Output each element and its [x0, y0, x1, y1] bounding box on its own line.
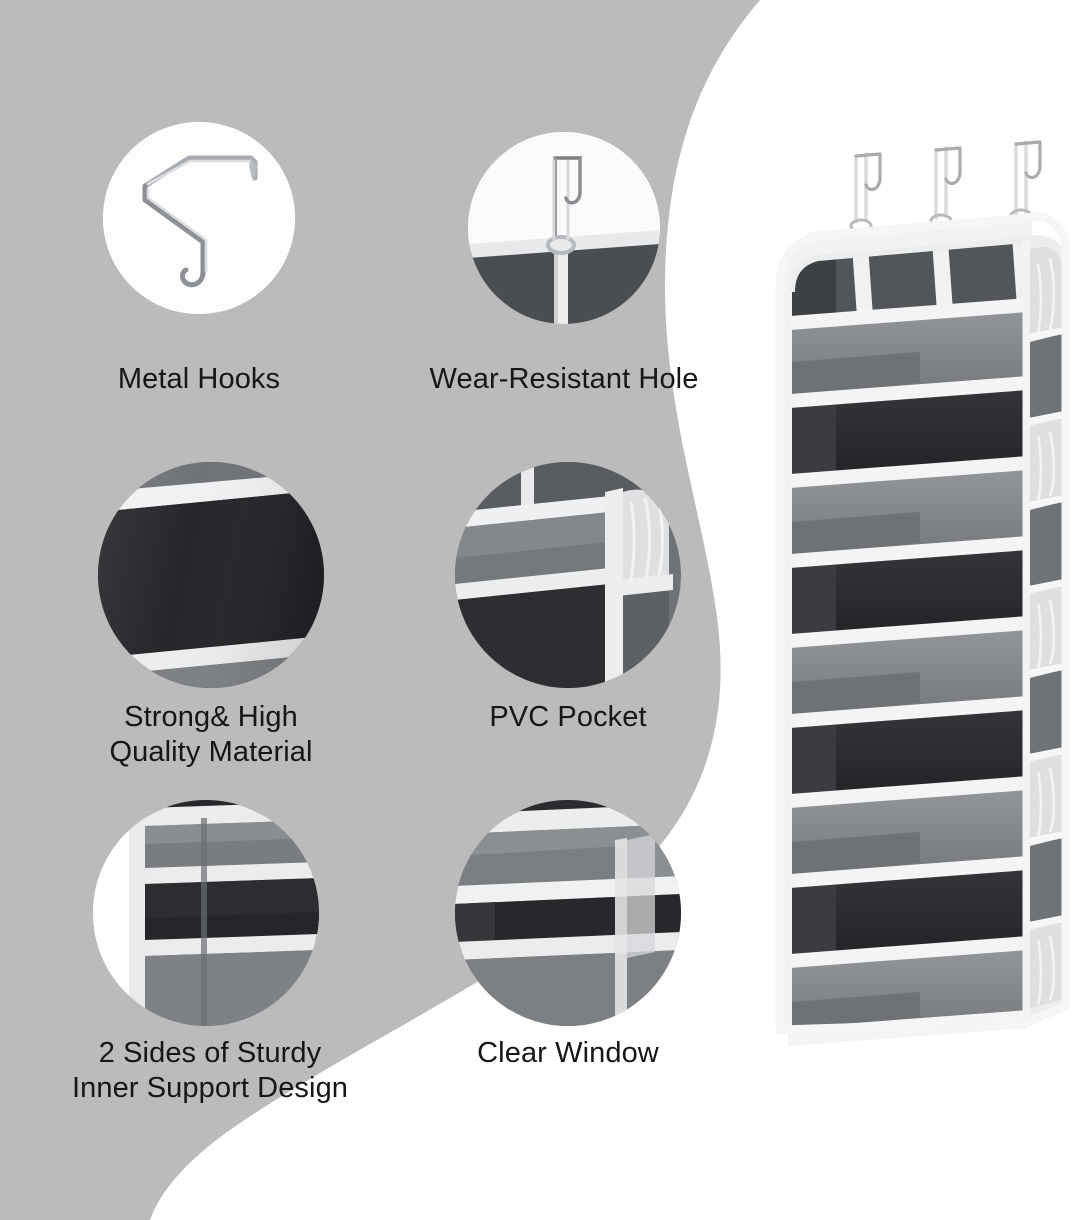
fabric-closeup-icon	[98, 462, 324, 688]
organizer-illustration	[775, 140, 1070, 1046]
grommet-strap-icon	[468, 132, 660, 324]
inner-support-photo	[93, 800, 319, 1026]
metal-hooks-photo	[103, 122, 295, 314]
wear-resistant-hole-photo	[468, 132, 660, 324]
side-pocket-group	[1030, 246, 1062, 1008]
strong-material-label: Strong& High Quality Material	[109, 701, 313, 768]
shelf-stack	[788, 298, 1028, 1046]
hook-group	[854, 140, 1042, 224]
inner-support-label: 2 Sides of Sturdy Inner Support Design	[71, 1037, 349, 1104]
clear-window-icon	[455, 800, 681, 1026]
pvc-pocket-photo	[455, 462, 681, 688]
s-hook-icon	[103, 122, 295, 314]
pvc-pocket-label: PVC Pocket	[489, 701, 647, 733]
clear-window-label: Clear Window	[477, 1037, 659, 1069]
pvc-pocket-icon	[455, 462, 681, 688]
organizer-binding	[775, 212, 1070, 1035]
strong-material-photo	[98, 462, 324, 688]
wear-resistant-hole-label: Wear-Resistant Hole	[429, 363, 699, 395]
product-hanging-organizer	[770, 130, 1070, 1070]
clear-window-photo	[455, 800, 681, 1026]
inner-support-icon	[93, 800, 319, 1026]
metal-hooks-label: Metal Hooks	[117, 363, 281, 395]
